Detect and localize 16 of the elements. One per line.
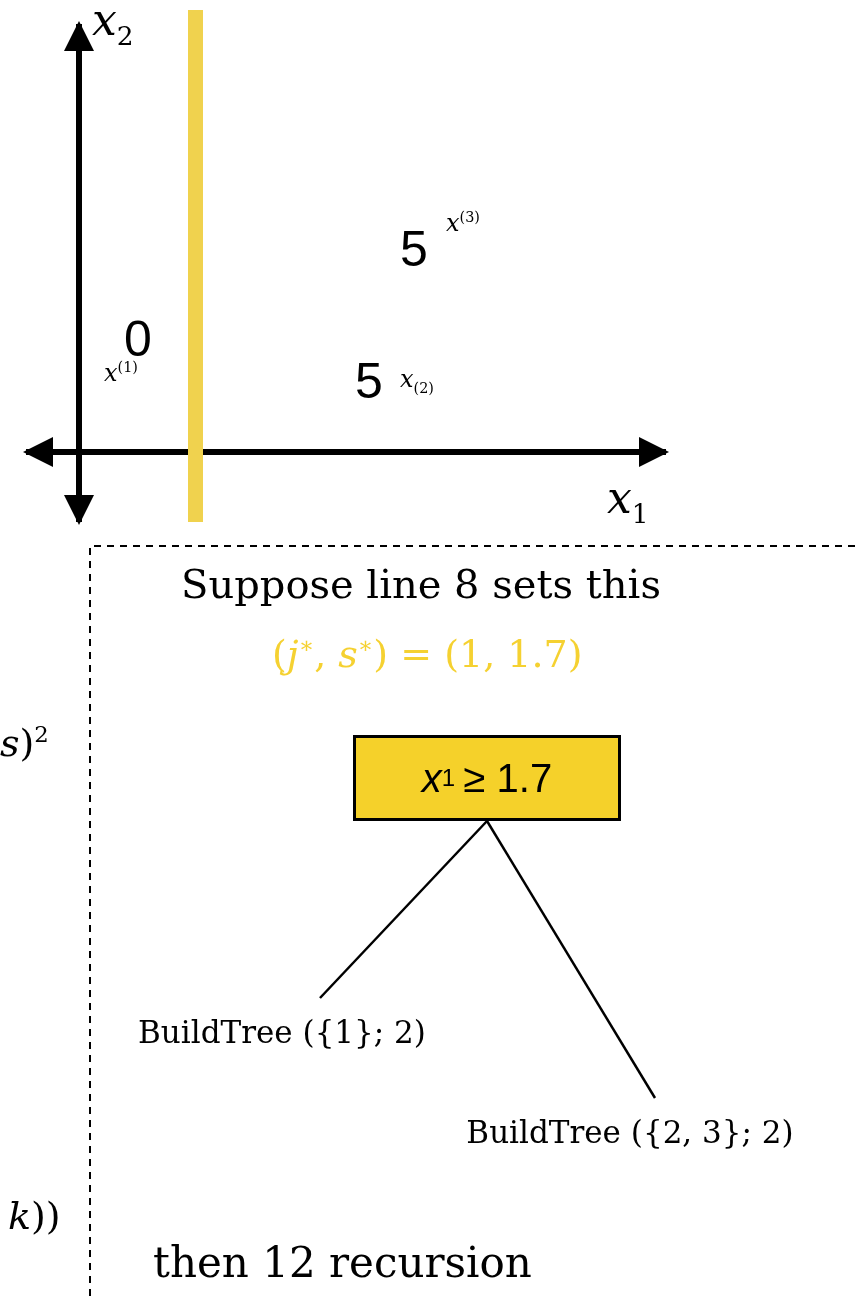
formula-fragment: s)$^{2}$ — [0, 722, 49, 765]
formula-text: (j$^{∗}$, s$^{∗}$) = (1, 1.7) — [272, 633, 583, 676]
note-text: then 12 recursion — [153, 1240, 532, 1287]
note-text: Suppose line 8 sets this — [181, 562, 661, 606]
subtree-call: BuildTree ({1}; 2) — [104, 1008, 460, 1056]
tree-branch — [485, 820, 657, 1099]
point-label: 5 — [400, 222, 428, 277]
subtree-call: BuildTree ({2, 3}; 2) — [430, 1108, 830, 1156]
formula-fragment: k)) — [8, 1196, 61, 1238]
axis-label: x$_{1}$ — [607, 474, 649, 528]
tree-branch — [319, 820, 488, 999]
point-name: x$_{(2)}$ — [400, 366, 434, 397]
axis-label: x$_{2}$ — [92, 0, 134, 50]
point-name: x$^{(1)}$ — [104, 360, 138, 387]
point-label: 5 — [355, 354, 383, 409]
point-name: x$^{(3)}$ — [446, 210, 480, 237]
